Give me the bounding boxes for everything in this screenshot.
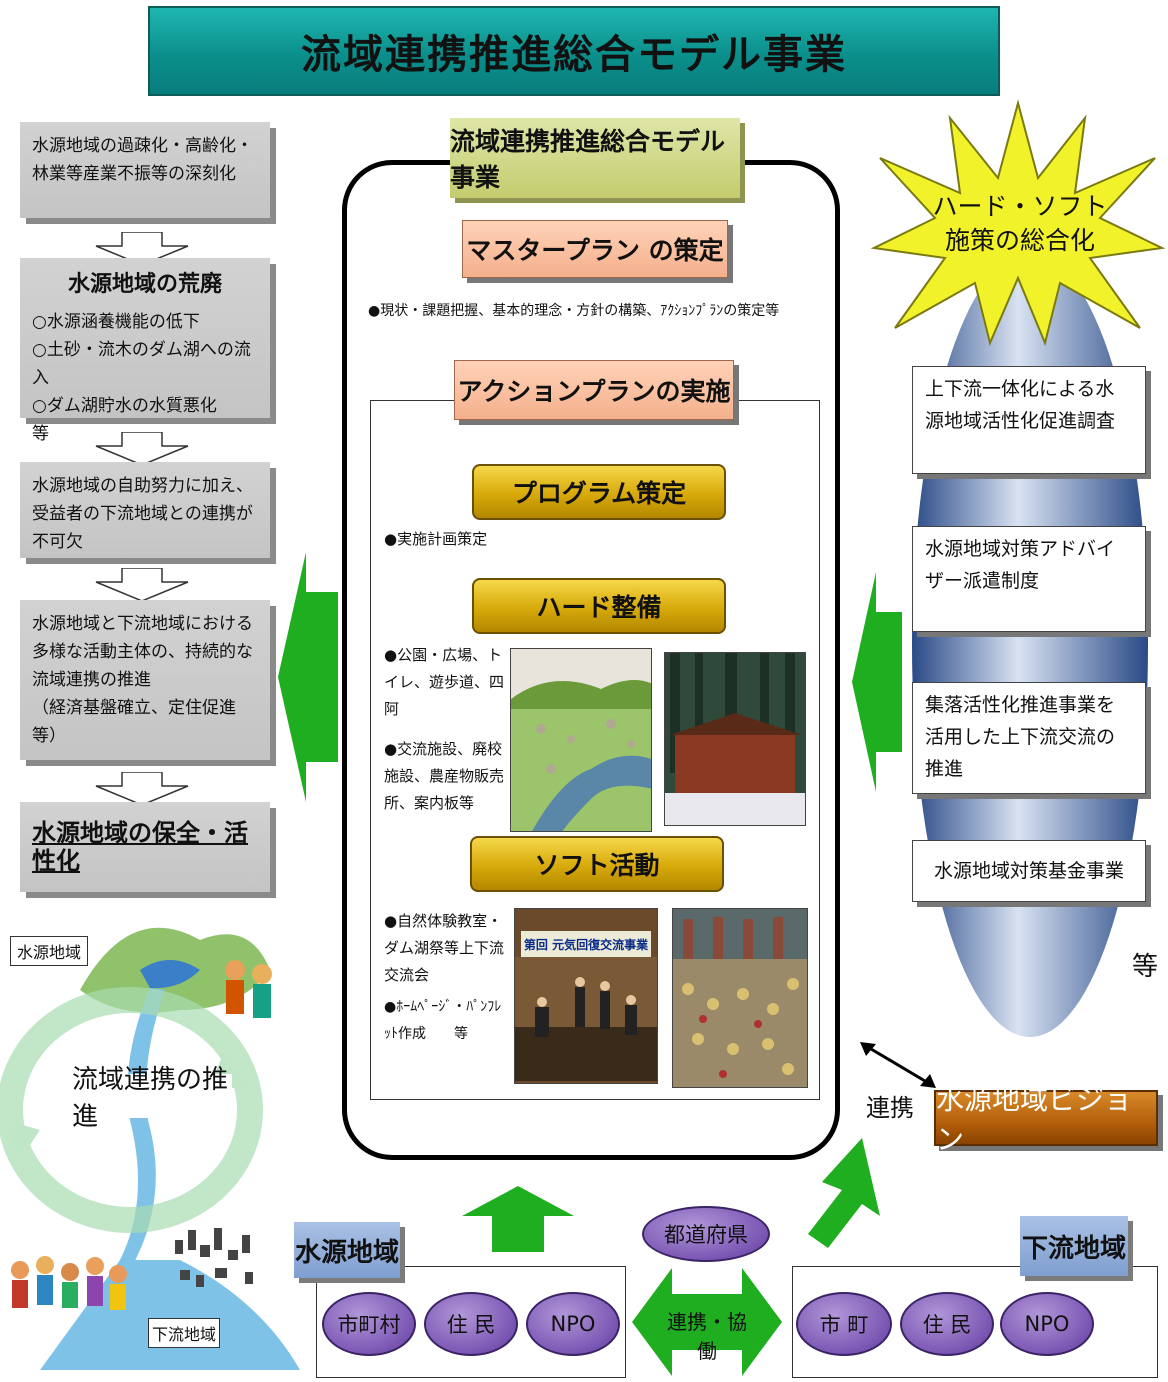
devastation-item: ○水源涵養機能の低下 [32,312,200,332]
action-plan-label: アクションプランの実施 [454,360,734,420]
upstream-tag: 水源地域 [294,1222,400,1278]
left-box-depopulation-text: 水源地域の過疎化・高齢化・林業等産業不振等の深刻化 [32,136,253,184]
soft-label: ソフト活動 [470,836,724,892]
main-title: 流域連携推進総合モデル事業 [148,6,1000,96]
downstream-actor-city: 市 町 [796,1292,892,1356]
right-green-arrow-icon [852,572,902,792]
left-box-promotion: 水源地域と下流地域における多様な活動主体の、持続的な流域連携の推進 （経済基盤確… [20,600,270,760]
left-box-cooperation-need-text: 水源地域の自助努力に加え、受益者の下流地域との連携が不可欠 [32,476,253,552]
exchange-meeting-photo: 第回 元気回復交流事業 [514,908,658,1084]
policy-burst-icon [870,99,1166,347]
master-plan-note: ●現状・課題把握、基本的理念・方針の構築、ｱｸｼｮﾝﾌﾟﾗﾝの策定等 [368,303,780,319]
policy-item: 水源地域対策アドバイザー派遣制度 [912,526,1146,632]
down-arrow-icon [95,432,189,466]
upstream-actor-municipality: 市町村 [322,1292,416,1356]
upstream-actor-residents: 住 民 [424,1292,518,1356]
master-plan-label: マスタープラン の策定 [462,220,728,278]
down-arrow-icon [95,232,189,266]
up-green-arrow-icon [462,1186,574,1252]
upstream-actor-npo: NPO [526,1292,620,1356]
etc-label: 等 [1132,952,1159,982]
cooperation-label: 連携・協働 [667,1310,747,1363]
soft-note-2: ●ﾎｰﾑﾍﾟｰｼﾞ・ﾊﾟﾝﾌﾚｯﾄ作成 等 [384,999,502,1042]
river-basin-illustration [0,927,300,1370]
program-label: プログラム策定 [472,464,726,520]
left-box-cooperation-need: 水源地域の自助努力に加え、受益者の下流地域との連携が不可欠 [20,462,270,558]
renkei-label: 連携 [866,1094,914,1122]
double-arrow-icon [860,1042,936,1088]
burst-text: ハード・ソフト 施策の総合化 [930,190,1110,258]
prefecture-ellipse: 都道府県 [642,1206,770,1262]
water-source-vision-box: 水源地域ビジョン [934,1083,1158,1156]
soft-note-1: ●自然体験教室・ダム湖祭等上下流交流会 [384,912,505,984]
left-box-promotion-text: 水源地域と下流地域における多様な活動主体の、持続的な流域連携の推進 [32,614,253,690]
devastation-item: ○土砂・流木のダム湖への流入 [32,340,251,388]
frame-title-tag: 流域連携推進総合モデル事業 [450,118,740,198]
cooperation-double-arrow-icon [632,1268,782,1376]
meeting-banner: 第回 元気回復交流事業 [521,931,651,957]
hard-note-2: ●交流施設、廃校施設、農産物販売所、案内板等 [384,740,505,812]
left-green-arrow-icon [278,552,338,802]
policy-item: 上下流一体化による水源地域活性化促進調査 [912,366,1146,474]
down-arrow-icon [95,568,189,602]
downstream-area-label: 下流地域 [148,1318,220,1348]
goal-text: 水源地域の保全・活性化 [32,819,248,875]
policy-item: 集落活性化推進事業を活用した上下流交流の推進 [912,682,1146,794]
devastation-heading: 水源地域の荒廃 [67,272,222,297]
facility-photo [664,652,806,826]
devastation-item: ○ダム湖貯水の水質悪化 等 [32,396,251,444]
left-box-goal: 水源地域の保全・活性化 [20,802,270,892]
left-box-promotion-sub: （経済基盤確立、定住促進等） [32,698,236,746]
left-box-depopulation: 水源地域の過疎化・高齢化・林業等産業不振等の深刻化 [20,122,270,218]
policy-item: 水源地域対策基金事業 [912,840,1146,902]
diagonal-green-arrow-icon [808,1138,880,1248]
downstream-actor-npo: NPO [1000,1292,1094,1356]
burst-line-1: ハード・ソフト [932,192,1108,221]
downstream-actor-residents: 住 民 [900,1292,994,1356]
hard-note-1: ●公園・広場、トイレ、遊歩道、四阿 [384,646,505,718]
downstream-tag: 下流地域 [1020,1216,1128,1276]
upstream-area-label: 水源地域 [10,936,88,966]
hard-label: ハード整備 [472,578,726,634]
park-photo [510,648,652,832]
basin-promotion-label: 流域連携の推進 [72,1065,232,1132]
down-arrow-icon [95,772,189,806]
program-note: ●実施計画策定 [384,530,488,548]
burst-line-2: 施策の総合化 [944,226,1095,255]
left-box-devastation: 水源地域の荒廃 ○水源涵養機能の低下 ○土砂・流木のダム湖への流入 ○ダム湖貯水… [20,258,270,444]
dam-festival-photo [672,908,808,1088]
